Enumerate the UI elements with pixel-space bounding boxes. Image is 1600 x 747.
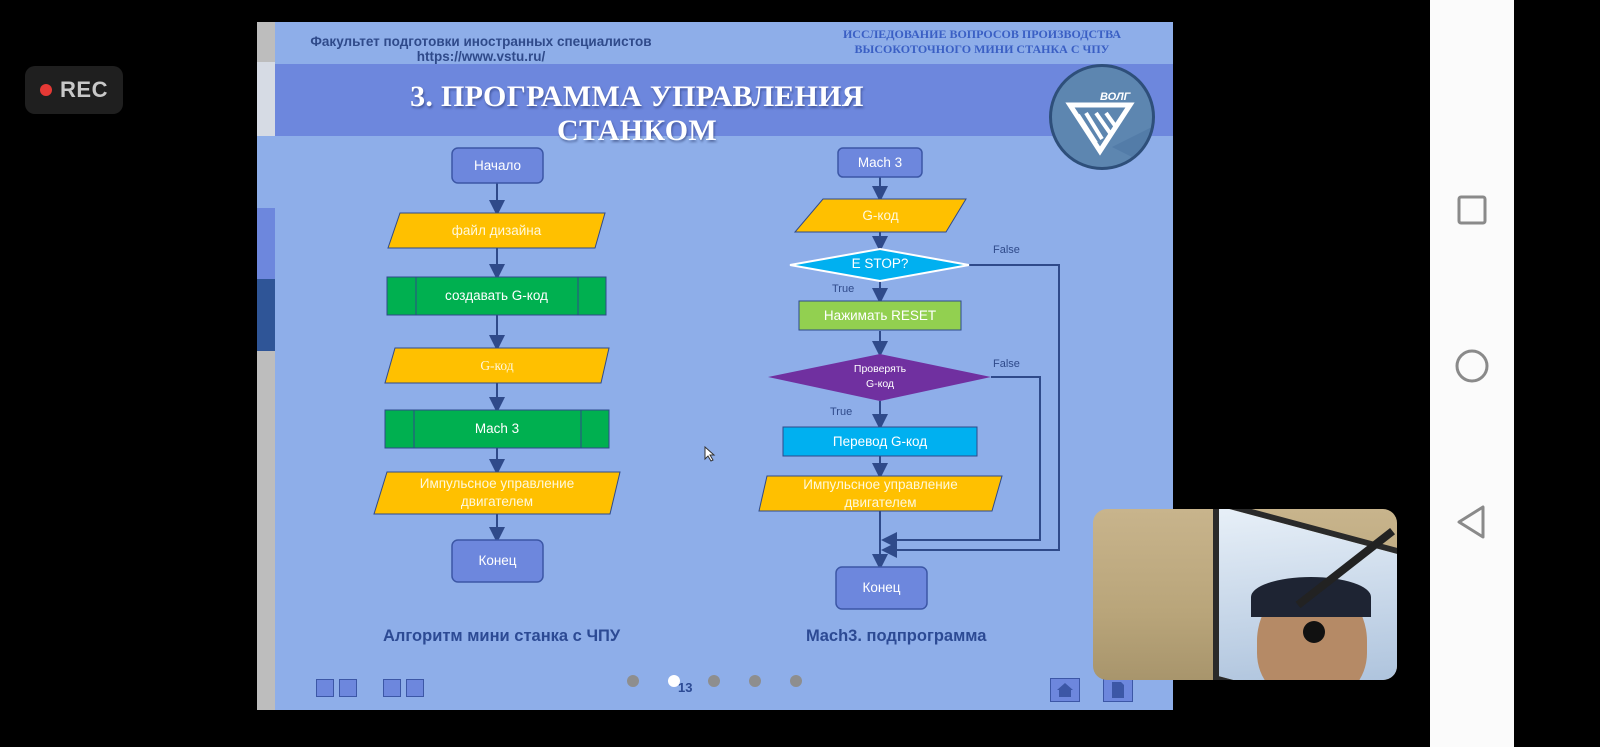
- estop-true-label: True: [832, 283, 855, 295]
- side-strip-blue: [257, 136, 275, 208]
- microphone-icon: [1303, 621, 1325, 643]
- recents-button[interactable]: [1430, 193, 1514, 227]
- reset-process: [798, 300, 962, 331]
- record-dot-icon: [40, 84, 53, 96]
- document-button[interactable]: [1103, 678, 1133, 702]
- logo-text: ВОЛГ: [1100, 91, 1132, 103]
- right-start-terminal: [837, 147, 923, 178]
- translate-gcode-label: Перевод G-код: [832, 433, 928, 449]
- check-false-path: [881, 376, 1041, 548]
- translate-gcode-process: [782, 426, 978, 457]
- right-start-label: Mach 3: [857, 154, 903, 170]
- estop-label: E STOP?: [851, 256, 909, 271]
- first-slide-button[interactable]: [316, 679, 334, 697]
- left-create-gcode-subprocess: [386, 276, 607, 316]
- slide-dot[interactable]: [749, 675, 761, 687]
- left-mach3-subprocess: [384, 409, 610, 449]
- side-strip-gray: [257, 22, 275, 62]
- left-create-gcode-label: создавать G-код: [445, 288, 548, 303]
- left-design-file-label: файл дизайна: [451, 222, 542, 238]
- right-caption: Mach3. подпрограмма: [806, 627, 987, 645]
- document-icon: [1112, 682, 1124, 698]
- recording-indicator: REC: [25, 66, 123, 114]
- right-end-label: Конец: [862, 580, 901, 595]
- research-line-1: ИССЛЕДОВАНИЕ ВОПРОСОВ ПРОИЗВОДСТВА: [842, 27, 1122, 41]
- check-line-2: G-код: [865, 378, 895, 390]
- prev-slide-button[interactable]: [339, 679, 357, 697]
- left-pulse-line-2: двигателем: [460, 494, 534, 509]
- right-gcode-io: [793, 198, 967, 233]
- back-button[interactable]: [1430, 504, 1514, 540]
- header-band: [275, 22, 1173, 64]
- research-line-2: ВЫСОКОТОЧНОГО МИНИ СТАНКА С ЧПУ: [854, 42, 1110, 56]
- university-logo: ВОЛГ: [1049, 64, 1155, 170]
- slide-dot[interactable]: [708, 675, 720, 687]
- webcam-video[interactable]: [1093, 509, 1397, 680]
- right-pulse-line-1: Импульсное управление: [803, 476, 958, 492]
- left-pulse-control-label: Импульсное управление двигателем: [374, 472, 620, 514]
- faculty-url: https://www.vstu.ru/: [416, 49, 546, 64]
- check-gcode-decision: [768, 354, 991, 401]
- recording-label: REC: [60, 77, 108, 102]
- presentation-slide: Факультет подготовки иностранных специал…: [257, 22, 1173, 710]
- estop-false-label: False: [993, 244, 1020, 256]
- left-design-file-io: [387, 212, 606, 249]
- reset-label: Нажимать RESET: [823, 307, 937, 323]
- mouse-pointer-icon: [704, 446, 716, 462]
- left-pulse-line-1: Импульсное управление: [419, 476, 575, 491]
- check-gcode-label: Проверять G-код: [810, 360, 950, 394]
- android-navigation-bar: [1430, 0, 1514, 747]
- left-start-terminal: [451, 147, 544, 184]
- slide-dot[interactable]: [627, 675, 639, 687]
- slide-dot[interactable]: [790, 675, 802, 687]
- square-recents-icon: [1457, 195, 1487, 225]
- last-slide-button[interactable]: [406, 679, 424, 697]
- home-button[interactable]: [1430, 348, 1514, 384]
- side-strip-mid: [257, 208, 275, 279]
- left-gcode-io: [384, 347, 610, 384]
- home-icon: [1057, 683, 1073, 697]
- title-band: [275, 64, 1173, 136]
- flowcharts-graphic: [373, 147, 1060, 610]
- faculty-name: Факультет подготовки иностранных специал…: [310, 34, 652, 49]
- left-start-label: Начало: [473, 157, 522, 173]
- triangle-back-icon: [1457, 505, 1485, 539]
- right-pulse-control-io: [758, 475, 1003, 512]
- page-number: 13: [678, 680, 693, 695]
- estop-decision: [789, 247, 970, 283]
- next-slide-button[interactable]: [383, 679, 401, 697]
- right-pulse-control-label: Импульсное управление двигателем: [759, 476, 1002, 511]
- check-line-1: Проверять: [853, 363, 907, 375]
- left-gcode-label: G-код: [480, 357, 514, 373]
- circle-home-icon: [1455, 349, 1489, 383]
- left-pulse-control-io: [373, 471, 621, 515]
- right-end-terminal: [835, 566, 928, 610]
- side-strip-dark: [257, 279, 275, 351]
- check-true-label: True: [830, 406, 853, 418]
- estop-false-path: [881, 264, 1060, 558]
- side-strip-light: [257, 62, 275, 136]
- right-pulse-line-2: двигателем: [844, 494, 917, 510]
- slide-dot-active[interactable]: [668, 675, 680, 687]
- research-heading: ИССЛЕДОВАНИЕ ВОПРОСОВ ПРОИЗВОДСТВА ВЫСОК…: [832, 27, 1132, 57]
- left-mach3-label: Mach 3: [474, 421, 520, 436]
- home-slide-button[interactable]: [1050, 678, 1080, 702]
- left-caption: Алгоритм мини станка с ЧПУ: [383, 627, 621, 645]
- right-gcode-label: G-код: [862, 207, 899, 223]
- left-end-terminal: [451, 539, 544, 583]
- check-false-label: False: [993, 358, 1020, 370]
- side-strip-bottom: [257, 351, 275, 710]
- slide-title: 3. ПРОГРАММА УПРАВЛЕНИЯ СТАНКОМ: [410, 80, 864, 147]
- left-end-label: Конец: [478, 553, 517, 568]
- faculty-heading: Факультет подготовки иностранных специал…: [291, 34, 671, 64]
